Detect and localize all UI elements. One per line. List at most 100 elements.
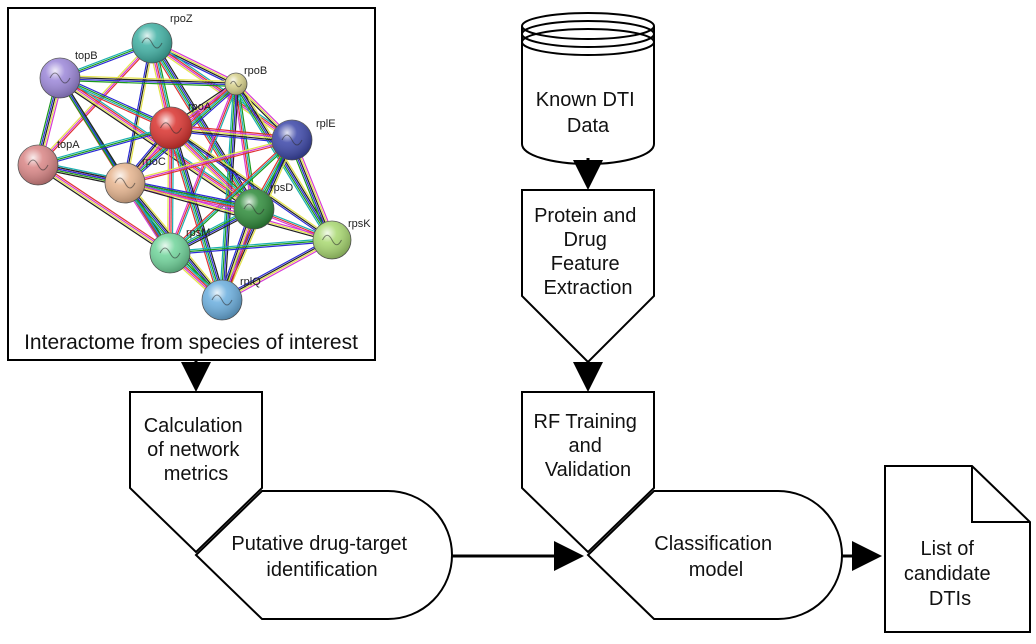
node-rplE: rplE [271,118,336,161]
node-structure-squiggle [159,247,181,259]
node-structure-squiggle [322,234,342,246]
edge-strand [171,127,225,300]
edge-strand [170,127,223,301]
edge-strand [167,83,236,253]
edge-strand [170,140,294,255]
edge-rpoA-topA [37,125,172,168]
edge-strand [222,241,334,303]
node-structure-squiggle [281,134,303,146]
edge-rpoA-rplQ [167,126,226,302]
edge-rplE-rpsM [168,138,294,255]
network-nodes: rpoZ topB rpoB rpoA rplE topA rpoC rpsD rpsK rpsM… [17,13,371,321]
edge-strand [125,180,255,209]
node-rpsD: rpsD [233,182,293,230]
edge-rplE-rpoC [124,137,293,186]
node-rpoB: rpoB [224,65,267,96]
edge-strand [151,42,255,210]
node-label: rpoC [142,156,166,168]
edge-strand [222,240,333,302]
edge-strand [169,128,332,242]
edge-strand [168,128,222,301]
classification-model-shape: Classification model [586,490,843,620]
node-label: rplE [316,118,336,130]
calc-metrics-label: Calculation of network metrics [144,415,249,485]
node-structure-squiggle [160,122,182,134]
edge-strand [124,137,292,183]
node-label: topA [57,139,80,151]
node-structure-squiggle [211,294,233,306]
edge-topB-rpoB [59,75,237,87]
feature-extraction-shape: Protein and Drug Feature Extraction [521,189,655,364]
putative-drug-target-label: Putative drug-target identification [231,533,412,581]
edge-strand [169,237,332,253]
node-structure-squiggle [27,159,49,171]
edge-strand [60,75,237,83]
edge-strand [169,239,333,254]
edge-strand [170,127,333,241]
edge-strand [60,76,237,84]
node-structure-squiggle [243,203,265,215]
edge-strand [38,162,172,252]
node-label: topB [75,50,98,62]
edge-strand [38,128,172,168]
edge-strand [169,139,293,254]
edge-strand [124,183,332,243]
rf-training-shape: RF Training and Validation [521,391,655,554]
edge-strand [234,84,254,210]
node-structure-squiggle [49,72,71,84]
putative-drug-target-shape: Putative drug-target identification [194,490,453,620]
edge-strand [222,84,238,301]
edge-strand [220,83,236,300]
edge-strand [167,128,220,302]
node-label: rpsM [186,227,210,239]
node-rplQ: rplQ [201,276,261,321]
node-label: rplQ [240,276,261,288]
edge-strand [171,126,334,240]
edge-rpoC-rpsK [124,180,333,243]
edge-strand [150,43,254,211]
edge-strand [36,166,170,256]
node-structure-squiggle [141,37,163,49]
node-rpsM: rpsM [149,227,210,274]
node-structure-squiggle [114,177,136,189]
edge-strand [124,182,333,241]
node-topA: topA [17,139,80,186]
edge-strand [220,237,332,299]
edge-strand [235,83,333,241]
edge-rpsK-rpsM [169,237,333,256]
edge-strand [170,240,333,256]
edge-strand [173,126,226,300]
node-structure-squiggle [230,80,242,88]
node-rpsK: rpsK [312,218,371,260]
edge-strand [170,84,239,254]
rf-training-label: RF Training and Validation [534,411,643,481]
feature-extraction-label: Protein and Drug Feature Extraction [534,205,642,299]
node-label: rpoZ [170,13,193,25]
edge-rpsK-rplQ [220,237,334,303]
classification-model-label: Classification model [654,533,777,581]
edge-strand [169,83,237,254]
edge-strand [122,42,152,183]
edge-strand [124,139,293,184]
edge-rpoB-rpsM [167,83,239,254]
edge-strand [168,138,292,253]
node-label: rpoB [244,65,267,77]
edge-strand [154,41,258,208]
edge-strand [38,163,171,253]
node-label: rpoA [188,101,212,113]
edge-strand [152,41,256,209]
node-topB: topB [39,50,98,99]
edge-rpoA-rpsK [169,126,334,242]
candidate-dtis-label: List of candidate DTIs [904,538,996,610]
edge-strand [38,43,154,167]
edge-strand [219,83,235,300]
node-rpoA: rpoA [149,101,212,150]
interactome-caption: Interactome from species of interest [24,331,358,354]
node-label: rpsK [348,218,371,230]
edge-strand [236,83,256,209]
edge-rpoZ-rpsD [148,41,258,211]
known-dti-label: Known DTI Data [536,89,641,137]
edge-strand [37,127,172,166]
